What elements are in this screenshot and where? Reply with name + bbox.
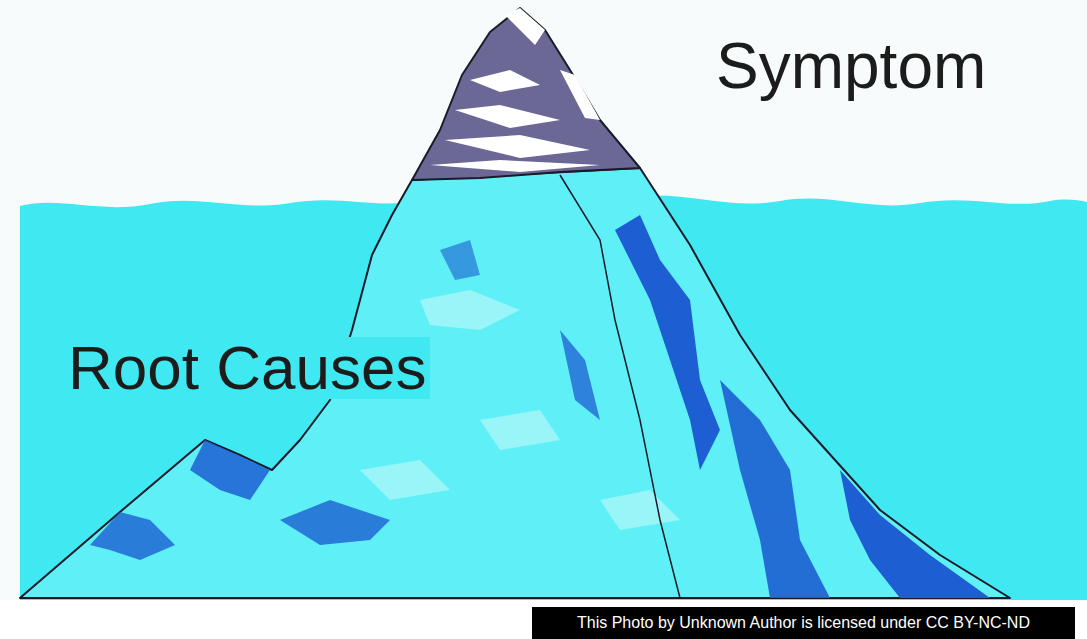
iceberg-tip [412, 8, 640, 180]
iceberg-underwater [20, 168, 1010, 598]
attribution-text: This Photo by Unknown Author is licensed… [577, 615, 1030, 631]
snow-streaks [430, 8, 600, 172]
iceberg-shading [90, 215, 990, 598]
root-causes-label: Root Causes [64, 337, 430, 399]
attribution-bar: This Photo by Unknown Author is licensed… [532, 607, 1075, 639]
ridge-line [560, 175, 680, 598]
symptom-label: Symptom [716, 34, 986, 98]
iceberg-highlights [360, 290, 680, 530]
sky [0, 0, 1087, 600]
